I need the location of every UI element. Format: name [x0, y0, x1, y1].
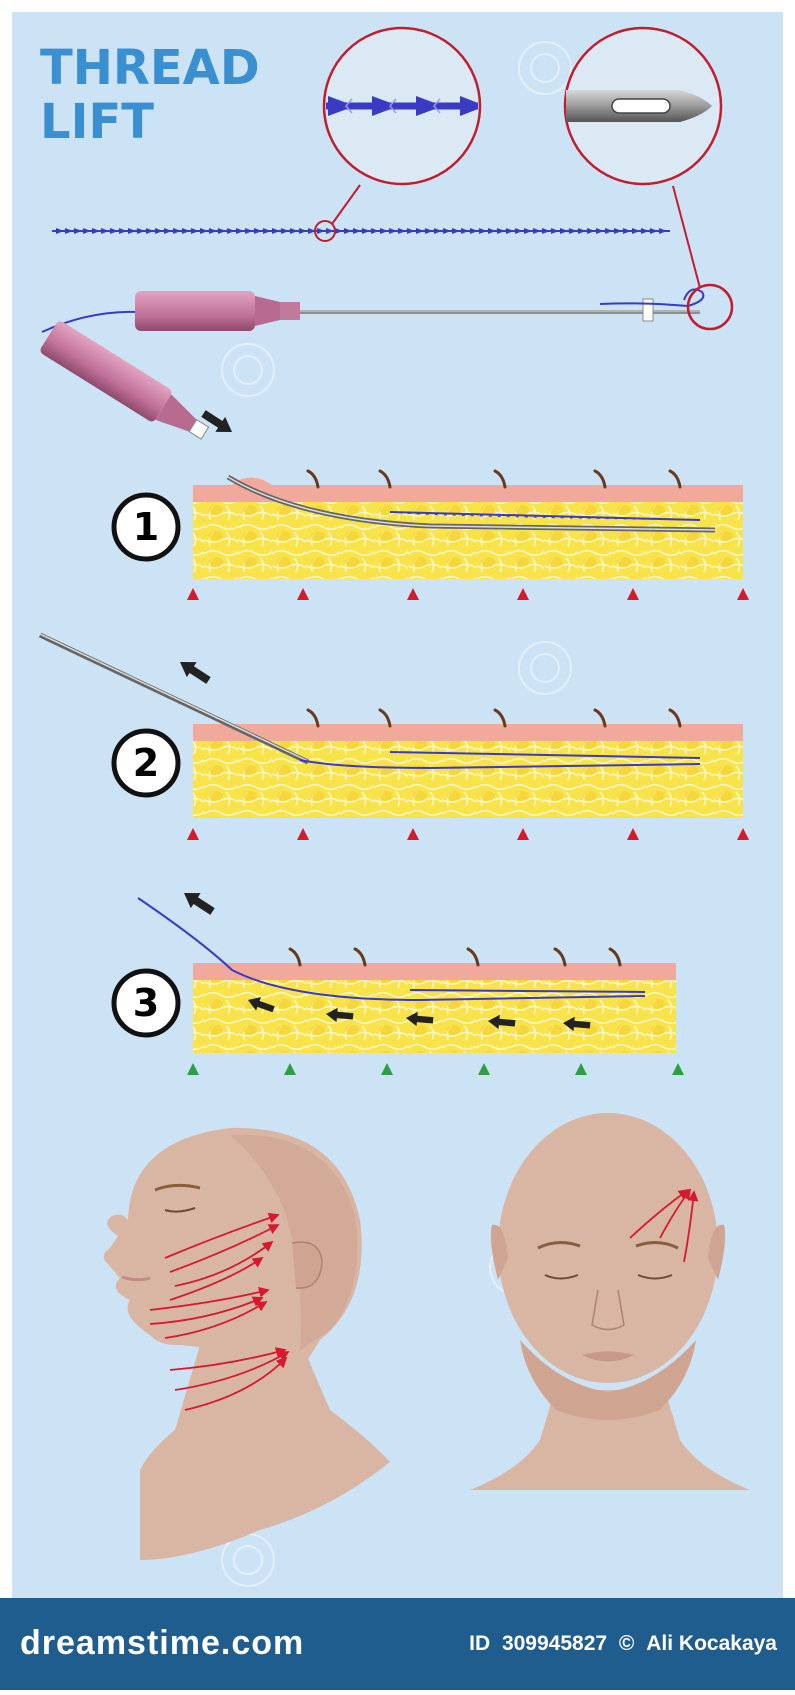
barbed-thread — [52, 220, 670, 242]
step-3-diagram — [137, 885, 676, 1053]
step-2-markers — [187, 828, 749, 840]
step-3-badge: 3 — [111, 968, 181, 1038]
footer-brand[interactable]: dreamstime.com — [20, 1624, 305, 1662]
step-1-number: 1 — [133, 505, 159, 549]
needle-tip-zoom-circle — [563, 26, 723, 289]
side-profile-face — [103, 1127, 390, 1560]
step-1-diagram — [40, 321, 743, 579]
copyright-icon: © — [618, 1632, 635, 1655]
step-2-badge: 2 — [111, 728, 181, 798]
id-value: 309945827 — [501, 1632, 608, 1655]
step-2-diagram — [38, 632, 743, 818]
thread-zoom-circle — [322, 26, 482, 225]
id-label: ID — [469, 1632, 491, 1655]
footer-credit: ID 309945827 © Ali Kocakaya — [463, 1632, 777, 1656]
title-line-2: LIFT — [40, 94, 154, 150]
cannula-with-thread — [41, 283, 734, 333]
title-line-1: THREAD — [40, 40, 260, 96]
step-1-badge: 1 — [111, 492, 181, 562]
front-face — [470, 1113, 750, 1490]
footer-bar: dreamstime.com ID 309945827 © Ali Kocaka… — [0, 1598, 795, 1690]
step-3-markers — [187, 1063, 684, 1075]
step-2-number: 2 — [133, 741, 159, 785]
step-1-markers — [187, 588, 749, 600]
author-name: Ali Kocakaya — [646, 1632, 777, 1655]
step-3-number: 3 — [133, 981, 159, 1025]
